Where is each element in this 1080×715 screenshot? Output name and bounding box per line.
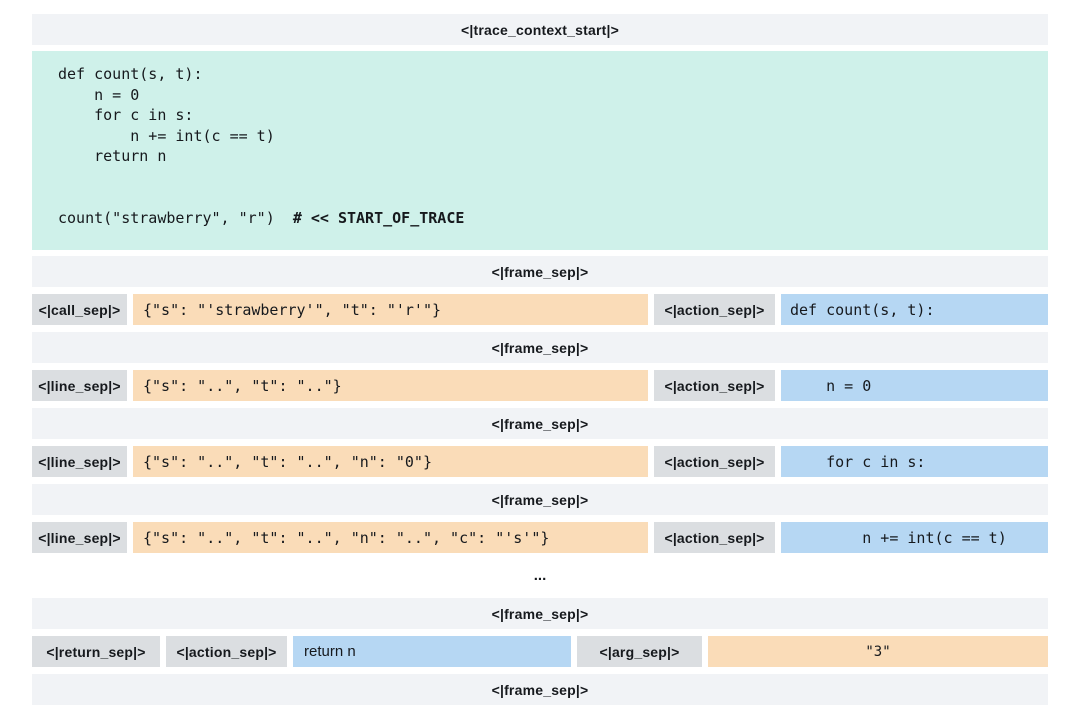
action-sep-token-cell: <|action_sep|> [654,522,775,553]
call-sep-token-cell: <|call_sep|> [32,294,127,325]
line-frame-row: <|line_sep|> {"s": "..", "t": ".."} <|ac… [32,370,1048,401]
frame-state-cell: {"s": "..", "t": "..", "n": "..", "c": "… [133,522,648,553]
frame-state-cell: {"s": "'strawberry'", "t": "'r'"} [133,294,648,325]
action-sep-token: <|action_sep|> [664,529,765,546]
line-sep-token: <|line_sep|> [38,529,121,546]
action-code-text: def count(s, t): [790,300,935,319]
trace-context-start-bar: <|trace_context_start|> [32,14,1048,45]
action-sep-token: <|action_sep|> [176,643,277,660]
return-value-cell: "3" [708,636,1048,667]
trace-call-line: count("strawberry", "r") [58,208,293,227]
omitted-frames-ellipsis: ... [32,560,1048,591]
return-frame-row: <|return_sep|> <|action_sep|> return n <… [32,636,1048,667]
line-frame-row: <|line_sep|> {"s": "..", "t": "..", "n":… [32,522,1048,553]
frame-state-text: {"s": "..", "t": ".."} [143,376,342,395]
frame-state-cell: {"s": "..", "t": ".."} [133,370,648,401]
line-sep-token-cell: <|line_sep|> [32,522,127,553]
frame-sep-token: <|frame_sep|> [491,605,589,622]
action-sep-token: <|action_sep|> [664,301,765,318]
call-frame-row: <|call_sep|> {"s": "'strawberry'", "t": … [32,294,1048,325]
arg-sep-token: <|arg_sep|> [599,643,680,660]
action-code-text: n = 0 [790,376,872,395]
arg-sep-token-cell: <|arg_sep|> [577,636,702,667]
action-sep-token-cell: <|action_sep|> [166,636,287,667]
action-sep-token: <|action_sep|> [664,453,765,470]
frame-sep-token: <|frame_sep|> [491,339,589,356]
frame-sep-bar: <|frame_sep|> [32,484,1048,515]
action-sep-token-cell: <|action_sep|> [654,446,775,477]
ellipsis-text: ... [533,567,547,584]
frame-sep-bar: <|frame_sep|> [32,332,1048,363]
return-action-cell: return n [293,636,571,667]
frame-sep-token: <|frame_sep|> [491,415,589,432]
call-sep-token: <|call_sep|> [38,301,121,318]
frame-sep-token: <|frame_sep|> [491,681,589,698]
frame-sep-bar: <|frame_sep|> [32,674,1048,705]
start-of-trace-comment: # << START_OF_TRACE [292,208,465,227]
action-code-cell: n = 0 [781,370,1048,401]
action-code-cell: n += int(c == t) [781,522,1048,553]
action-code-cell: for c in s: [781,446,1048,477]
frame-state-text: {"s": "'strawberry'", "t": "'r'"} [143,300,442,319]
frame-state-text: {"s": "..", "t": "..", "n": "..", "c": "… [143,528,550,547]
frame-sep-token: <|frame_sep|> [491,491,589,508]
line-sep-token: <|line_sep|> [38,377,121,394]
return-sep-token-cell: <|return_sep|> [32,636,160,667]
action-code-cell: def count(s, t): [781,294,1048,325]
frame-sep-bar: <|frame_sep|> [32,408,1048,439]
trace-context-start-token: <|trace_context_start|> [461,21,619,38]
return-action-text: return n [304,643,356,660]
line-sep-token: <|line_sep|> [38,453,121,470]
return-value-text: "3" [865,643,891,660]
action-code-text: n += int(c == t) [790,528,1007,547]
line-sep-token-cell: <|line_sep|> [32,446,127,477]
frame-state-cell: {"s": "..", "t": "..", "n": "0"} [133,446,648,477]
line-sep-token-cell: <|line_sep|> [32,370,127,401]
action-sep-token-cell: <|action_sep|> [654,370,775,401]
frame-sep-token: <|frame_sep|> [491,263,589,280]
return-sep-token: <|return_sep|> [46,643,146,660]
action-code-text: for c in s: [790,452,926,471]
frame-sep-bar: <|frame_sep|> [32,256,1048,287]
line-frame-row: <|line_sep|> {"s": "..", "t": "..", "n":… [32,446,1048,477]
action-sep-token: <|action_sep|> [664,377,765,394]
source-code: def count(s, t): n = 0 for c in s: n += … [58,65,275,165]
source-code-block: def count(s, t): n = 0 for c in s: n += … [32,51,1048,250]
action-sep-token-cell: <|action_sep|> [654,294,775,325]
frame-sep-bar: <|frame_sep|> [32,598,1048,629]
frame-state-text: {"s": "..", "t": "..", "n": "0"} [143,452,432,471]
